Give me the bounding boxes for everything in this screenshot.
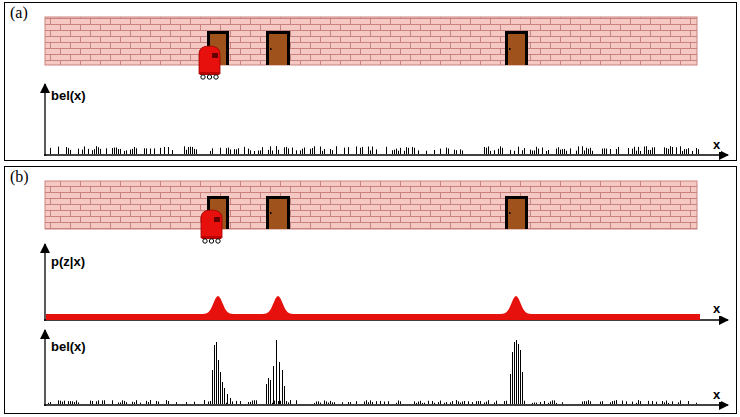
- door: [505, 196, 528, 229]
- door: [505, 31, 528, 65]
- door: [266, 196, 290, 229]
- panel-frame: [5, 167, 737, 414]
- panel-label: (b): [9, 168, 30, 186]
- door: [266, 31, 290, 65]
- axis-label: bel(x): [50, 340, 87, 354]
- robot: [201, 210, 222, 243]
- axis: [44, 84, 728, 406]
- axis-label: x: [712, 302, 721, 316]
- axis-label: x: [712, 138, 721, 152]
- likelihood-curve: [46, 296, 700, 320]
- robot: [199, 46, 220, 79]
- axis-label: p(z|x): [50, 255, 86, 269]
- axis-label: x: [712, 388, 721, 402]
- belief-ticks: [51, 146, 699, 154]
- panel-label: (a): [9, 4, 29, 22]
- panel-frame: [5, 3, 737, 161]
- brick-wall: [45, 181, 697, 229]
- axis-label: bel(x): [50, 89, 87, 103]
- brick-wall: [45, 17, 697, 65]
- belief-ticks: [49, 340, 697, 404]
